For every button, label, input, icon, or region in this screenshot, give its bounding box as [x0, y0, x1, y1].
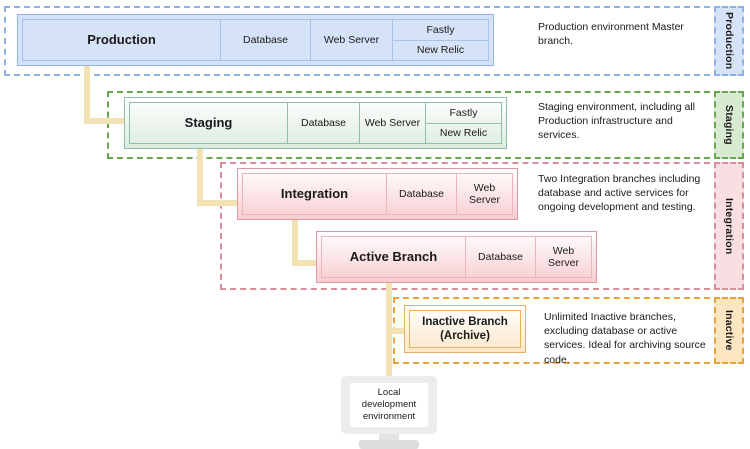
tab-integration[interactable]: Integration — [714, 162, 744, 290]
local-label-line1: Local — [377, 387, 401, 399]
env-row-inactive-branch-inner: Inactive Branch (Archive) — [409, 310, 521, 348]
connector-integration-vertical — [292, 220, 298, 266]
local-dev-monitor-icon: Local development environment — [341, 376, 437, 449]
local-label-line2: development — [361, 399, 417, 411]
env-cell-web-server: Web Server — [535, 237, 591, 277]
env-title-active-branch: Active Branch — [349, 248, 438, 264]
env-title-staging: Staging — [184, 114, 233, 130]
env-row-production-inner: Production Database Web Server Fastly Ne… — [22, 19, 489, 61]
connector-production-vertical — [84, 62, 90, 124]
env-cell-database: Database — [287, 103, 359, 143]
env-row-integration[interactable]: Integration Database Web Server — [237, 168, 518, 220]
description-staging: Staging environment, including all Produ… — [538, 101, 696, 142]
env-row-active-branch-inner: Active Branch Database Web Server — [321, 236, 592, 278]
tab-inactive-label: Inactive — [723, 310, 735, 351]
description-production: Production environment Master branch. — [538, 21, 684, 48]
connector-integration-horizontal — [292, 260, 330, 266]
env-title-production: Production — [87, 31, 156, 47]
env-title-integration: Integration — [280, 185, 349, 201]
env-cell-database: Database — [220, 20, 310, 60]
monitor-base-icon — [359, 440, 419, 449]
local-label-line3: environment — [362, 410, 416, 422]
env-cell-database: Database — [386, 174, 456, 214]
env-cell-fastly: Fastly — [449, 106, 478, 119]
tab-staging[interactable]: Staging — [714, 91, 744, 159]
env-row-inactive-branch[interactable]: Inactive Branch (Archive) — [404, 305, 526, 353]
env-title-inactive-branch-line1: Inactive Branch — [422, 315, 508, 328]
env-cell-new-relic: New Relic — [393, 39, 488, 61]
env-row-production[interactable]: Production Database Web Server Fastly Ne… — [17, 14, 494, 66]
env-cell-web-server: Web Server — [359, 103, 425, 143]
env-stack-production: Fastly New Relic — [392, 20, 488, 60]
tab-production[interactable]: Production — [714, 6, 744, 76]
env-row-active-branch[interactable]: Active Branch Database Web Server — [316, 231, 597, 283]
tab-production-label: Production — [723, 12, 735, 70]
connector-inactive-horizontal — [386, 328, 418, 334]
env-row-staging[interactable]: Staging Database Web Server Fastly New R… — [124, 97, 507, 149]
env-row-integration-inner: Integration Database Web Server — [242, 173, 513, 215]
description-inactive: Unlimited Inactive branches, excluding d… — [544, 311, 706, 366]
env-title-inactive-branch-line2: (Archive) — [440, 330, 490, 342]
env-cell-fastly: Fastly — [426, 23, 455, 36]
connector-staging-vertical — [197, 146, 203, 206]
monitor-screen-label: Local development environment — [350, 383, 428, 427]
connector-production-horizontal — [84, 118, 126, 124]
env-stack-staging: Fastly New Relic — [425, 103, 501, 143]
monitor-neck-icon — [379, 434, 399, 443]
tab-integration-label: Integration — [723, 197, 735, 255]
description-integration: Two Integration branches including datab… — [538, 173, 701, 214]
tab-staging-label: Staging — [723, 105, 735, 145]
connector-staging-horizontal — [197, 200, 239, 206]
env-cell-database: Database — [465, 237, 535, 277]
env-title-inactive-branch: Inactive Branch (Archive) — [410, 315, 520, 344]
env-row-staging-inner: Staging Database Web Server Fastly New R… — [129, 102, 502, 144]
env-cell-web-server: Web Server — [456, 174, 512, 214]
env-cell-new-relic: New Relic — [426, 122, 501, 144]
env-cell-web-server: Web Server — [310, 20, 392, 60]
tab-inactive[interactable]: Inactive — [714, 297, 744, 364]
